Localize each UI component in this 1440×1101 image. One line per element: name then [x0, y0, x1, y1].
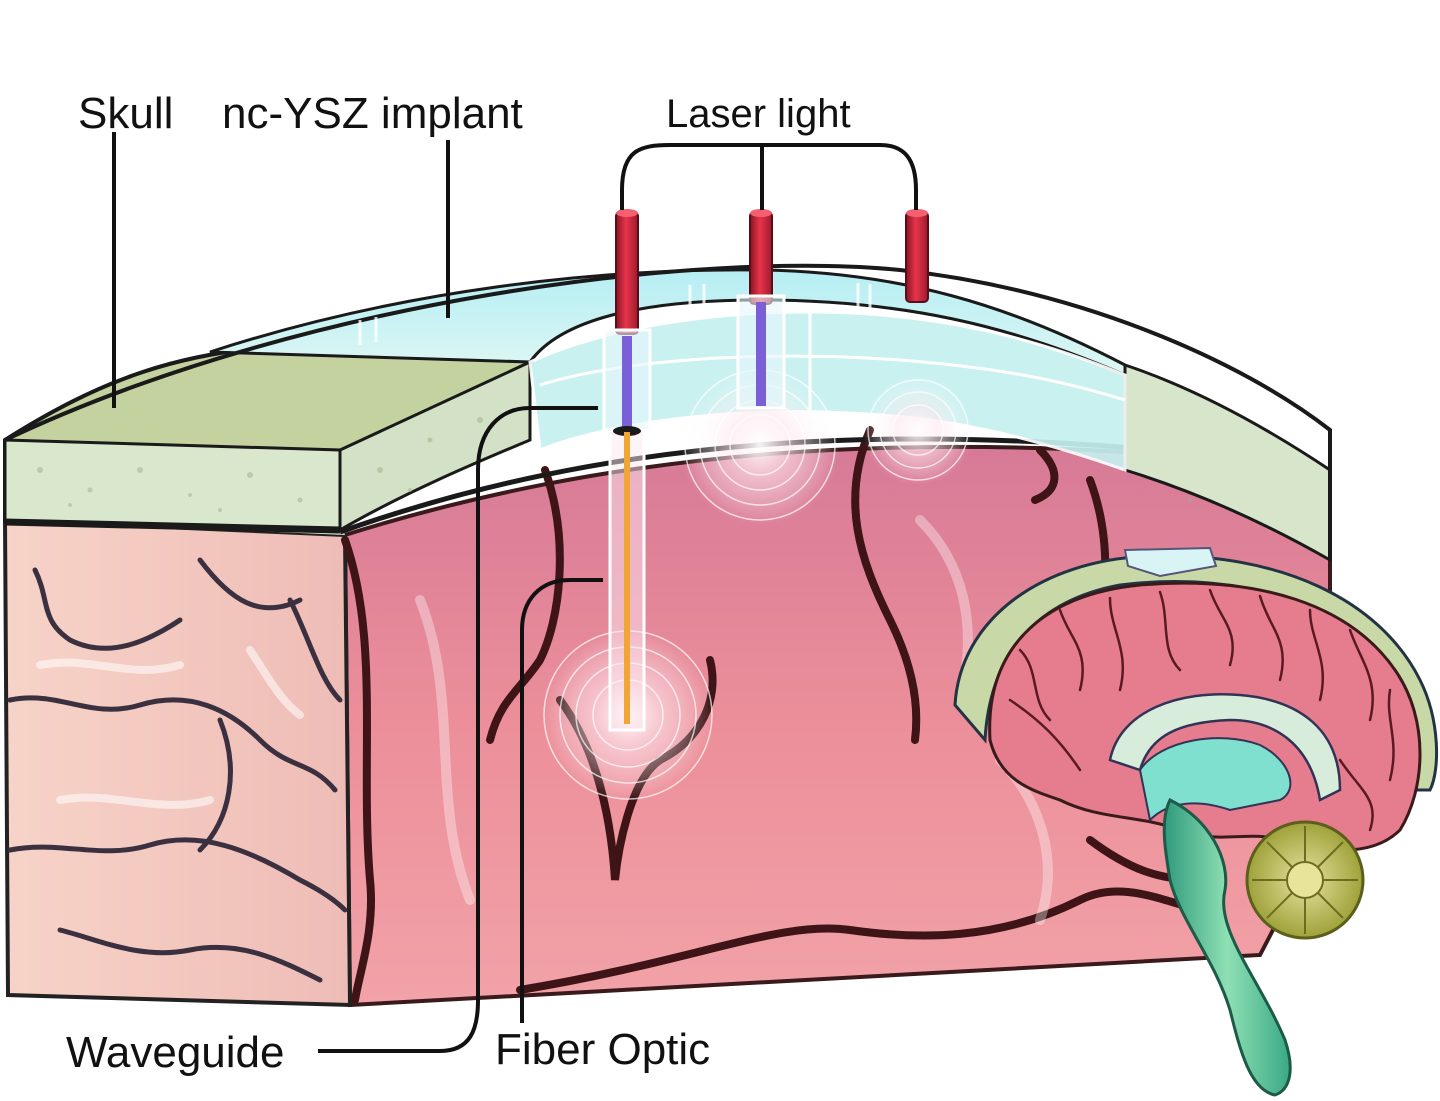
waveguide-icon — [602, 294, 786, 432]
fiber-leader — [520, 578, 603, 1023]
laser-rods — [615, 209, 929, 335]
leader-lines — [112, 132, 918, 1053]
sagittal-brain-icon — [953, 546, 1438, 1097]
waveguide-label: Waveguide — [66, 1028, 285, 1077]
skull — [3, 342, 1332, 563]
laser-rod-icon — [905, 209, 929, 303]
fiber-optic-label: Fiber Optic — [495, 1025, 711, 1074]
laser-rod-icon — [749, 209, 773, 305]
skull-label: Skull — [78, 89, 174, 138]
cortex-sulci — [7, 557, 348, 983]
implant-label: nc-YSZ implant — [222, 89, 523, 138]
implant-top — [209, 268, 1127, 378]
laser-bracket — [620, 143, 918, 210]
laser-rod-icon — [615, 209, 639, 335]
laser-light-label: Laser light — [666, 92, 851, 136]
fiber-optic-icon — [608, 426, 646, 732]
waveguide-leader — [318, 406, 598, 1053]
nc-ysz-implant — [4, 263, 1332, 560]
